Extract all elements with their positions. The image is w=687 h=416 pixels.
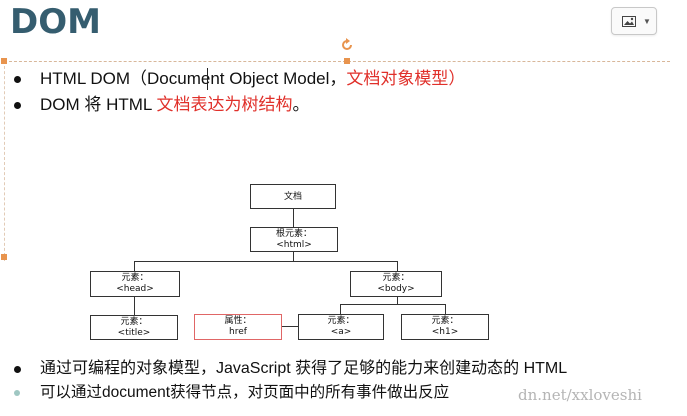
connector-line	[397, 261, 398, 271]
node-label: 元素：	[121, 273, 149, 283]
connector-line	[340, 304, 341, 314]
watermark: dn.net/xxloveshi	[518, 386, 642, 404]
bullet-highlight: 文档对象模型	[346, 69, 449, 88]
node-tag: <head>	[116, 284, 154, 294]
node-root-html: 根元素： <html>	[250, 227, 338, 252]
node-body: 元素： <body>	[350, 271, 442, 297]
node-tag: <html>	[276, 240, 312, 250]
intro-bullet-list: HTML DOM（Document Object Model，文档对象模型） D…	[12, 66, 465, 118]
bullet-icon	[14, 102, 21, 109]
bullet-icon	[14, 390, 20, 396]
connector-line	[340, 304, 446, 305]
connector-line	[134, 261, 135, 271]
text-cursor	[207, 68, 208, 90]
connector-line	[134, 297, 135, 315]
bullet-text: 通过可编程的对象模型，JavaScript 获得了足够的能力来创建动态的 HTM…	[40, 360, 568, 377]
node-a: 元素： <a>	[298, 314, 384, 340]
node-tag: <title>	[117, 328, 151, 338]
connector-line	[282, 326, 298, 327]
bullet-text-end: 。	[292, 95, 310, 114]
node-title: 元素： <title>	[90, 315, 178, 340]
image-options-button[interactable]: ▼	[611, 7, 657, 35]
bullet-icon	[14, 76, 21, 83]
bullet-text: HTML DOM（Document Object Model，	[40, 69, 347, 88]
node-label: 元素：	[431, 316, 459, 326]
caret-down-icon: ▼	[643, 17, 651, 26]
list-item: 通过可编程的对象模型，JavaScript 获得了足够的能力来创建动态的 HTM…	[12, 356, 567, 382]
list-item: HTML DOM（Document Object Model，文档对象模型）	[12, 66, 465, 92]
connector-line	[445, 304, 446, 314]
list-item: 可以通过document获得节点，对页面中的所有事件做出反应	[12, 382, 567, 404]
resize-handle-middle-left[interactable]	[1, 254, 7, 260]
textbox-selection-border	[4, 61, 670, 62]
node-tag: <a>	[330, 327, 352, 337]
textbox-selection-left-edge	[4, 61, 5, 261]
list-item: DOM 将 HTML 文档表达为树结构。	[12, 92, 465, 118]
connector-line	[134, 261, 398, 262]
node-tag: <body>	[377, 284, 415, 294]
node-tag: <h1>	[431, 327, 459, 337]
connector-line	[293, 209, 294, 227]
bullet-text: DOM 将 HTML	[40, 95, 157, 114]
image-icon	[622, 16, 636, 27]
node-label: 根元素：	[275, 229, 312, 239]
resize-handle-top-center[interactable]	[344, 58, 350, 64]
slide-title: DOM	[10, 2, 101, 42]
rotate-handle-icon[interactable]	[340, 38, 354, 52]
bullet-icon	[14, 366, 21, 373]
bullet-highlight: 文档表达为树结构	[156, 95, 293, 114]
bullet-text: 可以通过document获得节点，对页面中的所有事件做出反应	[40, 384, 450, 401]
node-head: 元素： <head>	[90, 271, 180, 297]
node-h1: 元素： <h1>	[401, 314, 489, 340]
node-label: 元素：	[120, 317, 148, 327]
node-label: 元素：	[327, 316, 355, 326]
bullet-text-end: ）	[448, 69, 466, 88]
node-tag: href	[229, 327, 247, 337]
connector-line	[293, 252, 294, 262]
node-label: 元素：	[382, 273, 410, 283]
node-label: 文档	[283, 192, 302, 202]
resize-handle-top-left[interactable]	[1, 58, 7, 64]
bottom-bullet-list: 通过可编程的对象模型，JavaScript 获得了足够的能力来创建动态的 HTM…	[12, 356, 567, 404]
connector-line	[397, 297, 398, 305]
node-document: 文档	[250, 184, 336, 209]
node-label: 属性：	[224, 316, 252, 326]
node-attribute-href: 属性： href	[194, 314, 282, 340]
